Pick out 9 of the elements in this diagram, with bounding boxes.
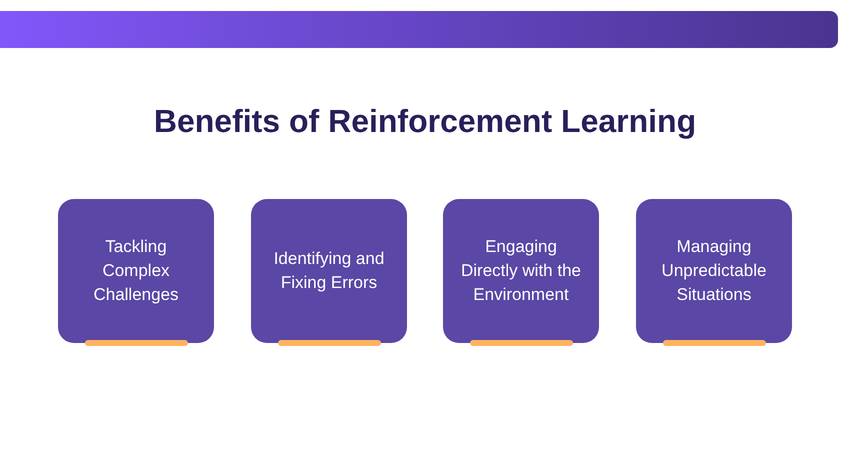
card-text: Identifying and Fixing Errors (272, 248, 386, 294)
card-text: Managing Unpredictable Situations (660, 236, 768, 306)
card-text: Tackling Complex Challenges (92, 236, 180, 306)
title: Benefits of Reinforcement Learning (154, 102, 696, 141)
benefit-card (636, 199, 792, 343)
benefit-card (443, 199, 599, 343)
card-text: Engaging Directly with the Environment (460, 236, 582, 306)
benefit-card (251, 199, 407, 343)
benefit-card (58, 199, 214, 343)
